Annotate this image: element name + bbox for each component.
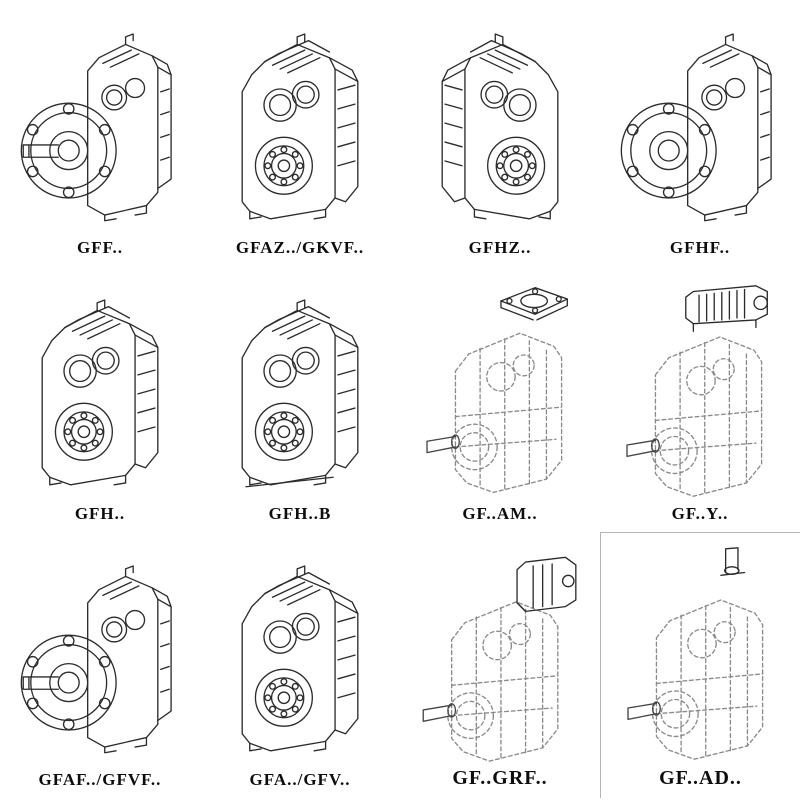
model-label: GFAF../GFVF.. [38, 770, 162, 789]
catalog-item-gfhf: GFHF.. [600, 0, 800, 266]
gearmotor-svg [626, 285, 768, 497]
gearbox-input-unit-svg [422, 556, 577, 762]
catalog-item-gf-y: GF..Y.. [600, 266, 800, 532]
gearbox-drawing [600, 266, 800, 500]
model-label: GF..AM.. [462, 504, 538, 523]
gearbox-drawing [0, 532, 200, 766]
flange-gearbox-svg [20, 565, 172, 754]
model-label: GFHF.. [669, 238, 731, 257]
gearbox-drawing [200, 266, 400, 500]
catalog-item-gfaz-gkvf: GFAZ../GKVF.. [200, 0, 400, 266]
gearbox-drawing [400, 266, 600, 500]
shaft-gearbox-svg [241, 33, 359, 220]
gearbox-drawing [400, 0, 600, 234]
model-label: GF..GRF.. [452, 767, 548, 789]
catalog-item-gff: GFF.. [0, 0, 200, 266]
catalog-item-gfa-gfv: GFA../GFV.. [200, 532, 400, 798]
gearbox-drawing [200, 0, 400, 234]
gearbox-drawing [600, 0, 800, 234]
model-label: GFH.. [74, 504, 126, 523]
gearbox-drawing [200, 532, 400, 766]
model-label: GF..AD.. [659, 767, 742, 789]
flange-hollow-gearbox-svg [620, 33, 772, 222]
hollow-shaft-gearbox-base-svg [241, 299, 359, 488]
shaft-gearbox-svg [241, 565, 359, 752]
catalog-item-gf-grf: GF..GRF.. [400, 532, 600, 798]
model-label: GFH..B [268, 504, 332, 523]
model-label: GFHZ.. [468, 238, 532, 257]
gearbox-top-flange-svg [426, 287, 568, 494]
model-label: GF..Y.. [671, 504, 729, 523]
model-label: GFF.. [77, 238, 123, 257]
catalog-item-gfaf-gfvf: GFAF../GFVF.. [0, 532, 200, 798]
catalog-item-gfh: GFH.. [0, 266, 200, 532]
gearbox-input-adapter-svg [626, 547, 763, 760]
gearbox-drawing [601, 533, 800, 763]
model-label: GFAZ../GKVF.. [235, 238, 365, 257]
gearbox-drawing [0, 266, 200, 500]
gearbox-drawing [0, 0, 200, 234]
flange-gearbox-svg [20, 33, 172, 222]
catalog-item-gf-am: GF..AM.. [400, 266, 600, 532]
catalog-item-gf-ad: GF..AD.. [600, 532, 800, 798]
model-label: GFA../GFV.. [249, 770, 351, 789]
gearbox-drawing [400, 532, 600, 763]
catalog-item-gfh-b: GFH..B [200, 266, 400, 532]
catalog-item-gfhz: GFHZ.. [400, 0, 600, 266]
hollow-shaft-gearbox-svg [441, 33, 559, 220]
hollow-shaft-gearbox-svg [41, 299, 159, 486]
